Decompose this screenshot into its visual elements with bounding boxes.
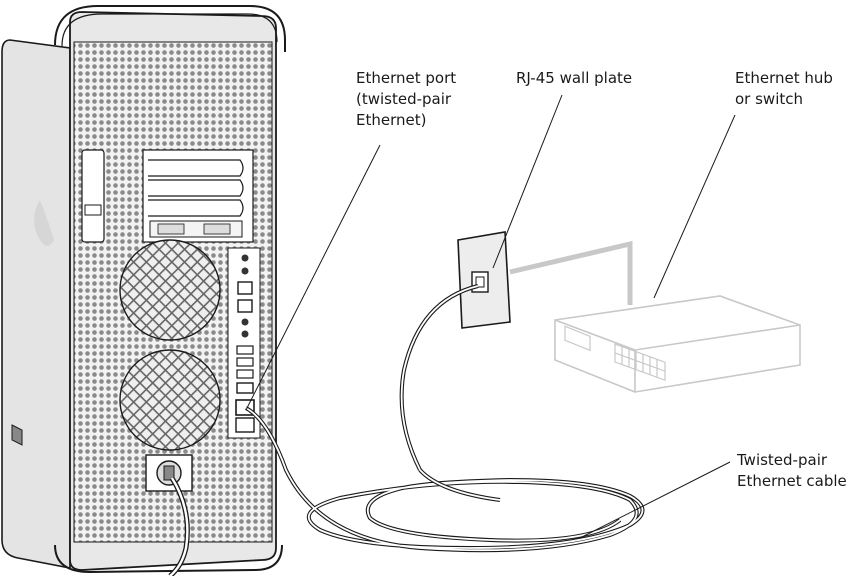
leader-lines	[245, 94, 736, 539]
label-ethernet-port: Ethernet port (twisted-pair Ethernet)	[356, 68, 456, 131]
ethernet-hub	[554, 295, 801, 393]
ethernet-cable	[244, 284, 645, 553]
leader-wall-plate	[492, 94, 563, 269]
label-ethernet-port-line1: Ethernet port	[356, 69, 457, 87]
label-ethernet-port-line3: Ethernet)	[356, 111, 427, 129]
leader-ethernet-port	[245, 144, 381, 411]
port-panel	[227, 247, 261, 439]
leader-hub	[653, 114, 736, 299]
label-ethernet-port-line2: (twisted-pair	[356, 90, 452, 108]
label-hub-line1: Ethernet hub	[735, 69, 833, 87]
leader-cable	[579, 461, 731, 539]
label-cable: Twisted-pair Ethernet cable	[737, 450, 847, 492]
label-wall-plate-line1: RJ-45 wall plate	[516, 69, 633, 87]
label-hub-line2: or switch	[735, 90, 803, 108]
power-socket	[145, 454, 193, 492]
label-cable-line1: Twisted-pair	[737, 451, 828, 469]
label-wall-plate: RJ-45 wall plate	[516, 68, 632, 89]
label-cable-line2: Ethernet cable	[737, 472, 847, 490]
fan-grille-bottom	[119, 349, 221, 451]
rj45-wall-plate	[457, 231, 511, 329]
pci-slots	[142, 149, 254, 243]
mac-pro-tower	[1, 4, 286, 576]
apple-logo-icon	[34, 200, 54, 246]
label-hub: Ethernet hub or switch	[735, 68, 833, 110]
fan-grille-top	[119, 239, 221, 341]
latch-handle	[81, 149, 105, 243]
wall-wiring-line	[509, 240, 633, 305]
